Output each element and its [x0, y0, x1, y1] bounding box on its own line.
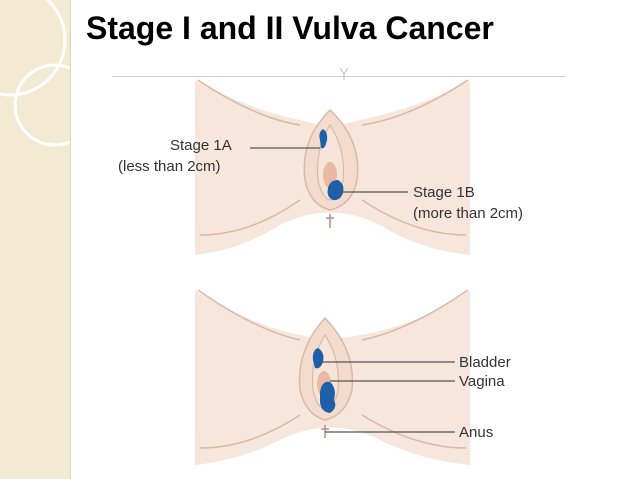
slide-title: Stage I and II Vulva Cancer — [86, 10, 494, 46]
top-anatomy — [195, 67, 470, 255]
stage-1b-sublabel: (more than 2cm) — [413, 205, 524, 222]
bladder-label: Bladder — [459, 354, 511, 371]
decorative-sidebar — [0, 0, 97, 479]
anus-label: Anus — [459, 424, 494, 441]
stage-1a-label: Stage 1A — [170, 137, 232, 154]
stage-1a-tumor — [319, 129, 328, 149]
stage-1b-tumor — [327, 180, 344, 201]
vagina-tumor — [320, 381, 336, 413]
bottom-anatomy — [195, 289, 470, 465]
stage-1b-label: Stage 1B — [413, 184, 475, 201]
vagina-label: Vagina — [459, 373, 505, 390]
stage-1a-sublabel: (less than 2cm) — [118, 158, 221, 175]
title-divider — [112, 76, 566, 77]
bladder-tumor — [312, 348, 324, 369]
